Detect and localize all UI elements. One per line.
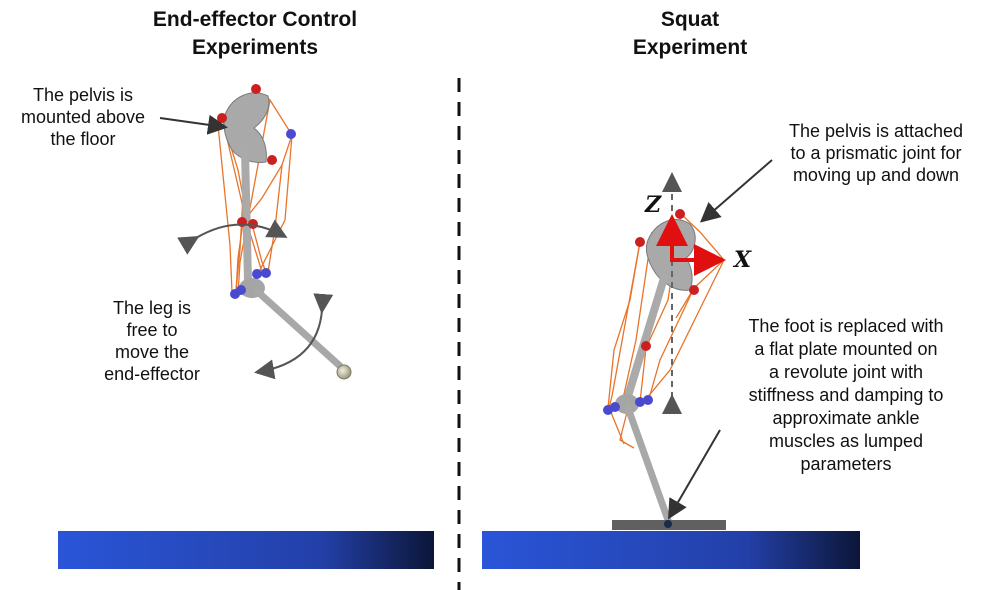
hip-rotation-arrow (177, 219, 288, 255)
right-foot-note: The foot is replaced with a flat plate m… (712, 315, 980, 476)
red-marker (641, 341, 651, 351)
right-pelvis-note: The pelvis is attached to a prismatic jo… (756, 120, 996, 186)
right-foot-note-line: a revolute joint with (768, 362, 924, 382)
left-end-effector (336, 364, 352, 380)
left-title-line1: End-effector Control (152, 8, 358, 31)
left-title-line2: Experiments (191, 36, 319, 59)
right-pelvis-note-line: moving up and down (792, 165, 960, 185)
red-marker (251, 84, 261, 94)
left-leg-note: The leg is free to move the end-effector (82, 297, 222, 385)
left-pelvis-note-line: the floor (50, 129, 116, 149)
left-leg-note-line: move the (114, 342, 190, 362)
right-femur-bone (624, 274, 668, 400)
blue-marker (252, 269, 262, 279)
right-pelvis-note-line: The pelvis is attached (788, 121, 964, 141)
left-pelvis-note-line: The pelvis is (32, 85, 134, 105)
right-foot-pointer (667, 429, 721, 520)
left-leg-note-line: The leg is (112, 298, 192, 318)
right-foot-note-line: stiffness and damping to (748, 385, 944, 405)
red-marker (689, 285, 699, 295)
blue-marker (643, 395, 653, 405)
left-pelvis-bone (223, 92, 270, 163)
right-foot-note-line: muscles as lumped (768, 431, 924, 451)
left-leg-note-line: end-effector (104, 364, 200, 384)
red-marker (675, 209, 685, 219)
right-foot-note-line: a flat plate mounted on (754, 339, 938, 359)
red-marker (217, 113, 227, 123)
blue-marker (635, 397, 645, 407)
left-femur-bone (241, 146, 252, 286)
right-pelvis-note-line: to a prismatic joint for (790, 143, 962, 163)
revolute-joint (664, 520, 672, 528)
red-marker (267, 155, 277, 165)
z-axis-label: Z (644, 192, 662, 218)
left-leg-model (217, 84, 352, 380)
right-foot-note-line: parameters (800, 454, 892, 474)
blue-marker (261, 268, 271, 278)
knee-rotation-arrow (254, 293, 334, 380)
left-panel-title: End-effector Control Experiments (100, 6, 410, 62)
blue-marker (610, 402, 620, 412)
left-pelvis-pointer (159, 114, 228, 135)
right-leg-model (603, 209, 726, 530)
red-marker (635, 237, 645, 247)
left-floor (58, 531, 434, 569)
left-leg-note-line: free to (126, 320, 178, 340)
right-shank-bone (624, 404, 672, 524)
right-knee-bone (615, 394, 639, 414)
blue-marker (286, 129, 296, 139)
blue-marker (236, 285, 246, 295)
right-floor (482, 531, 860, 569)
right-panel-title: Squat Experiment (580, 6, 800, 62)
left-pelvis-note: The pelvis is mounted above the floor (8, 84, 158, 150)
x-axis-label: X (732, 247, 752, 273)
right-pelvis-pointer (699, 159, 773, 223)
right-title-line1: Squat (660, 8, 720, 31)
left-pelvis-note-line: mounted above (20, 107, 146, 127)
right-foot-note-line: The foot is replaced with (748, 316, 944, 336)
right-title-line2: Experiment (632, 36, 748, 59)
right-foot-note-line: approximate ankle (772, 408, 920, 428)
